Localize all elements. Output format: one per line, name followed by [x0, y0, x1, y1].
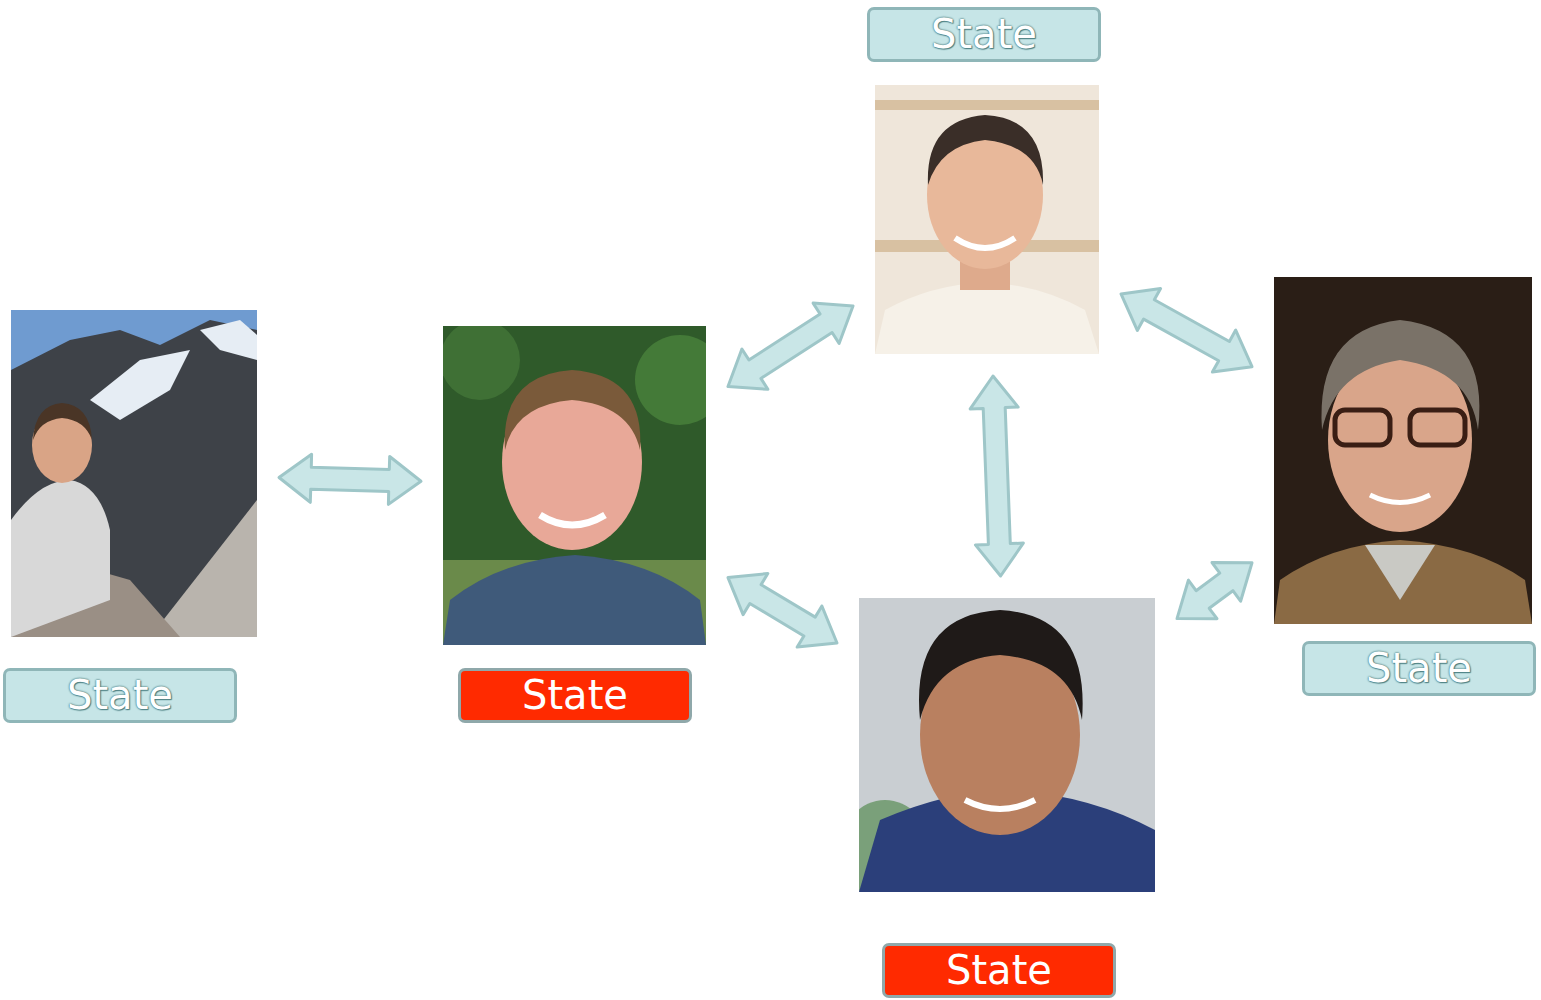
portrait-right — [1274, 277, 1532, 624]
double-arrow — [279, 454, 421, 504]
person-node: State — [1274, 277, 1532, 624]
person-node: State — [875, 85, 1099, 354]
state-badge: State — [458, 668, 692, 723]
person-node: State — [443, 326, 706, 645]
portrait-bottom — [859, 598, 1155, 892]
double-arrow — [728, 303, 853, 389]
portrait-left — [11, 310, 257, 637]
state-badge: State — [867, 7, 1101, 62]
person-node: State — [11, 310, 257, 637]
state-label: State — [67, 672, 173, 718]
portrait-top — [875, 85, 1099, 354]
double-arrow — [1177, 563, 1252, 619]
double-arrow — [728, 574, 837, 648]
state-label: State — [931, 11, 1037, 57]
person-node: State — [859, 598, 1155, 892]
double-arrow — [1121, 289, 1252, 373]
state-badge: State — [1302, 641, 1536, 696]
state-label: State — [1366, 645, 1472, 691]
state-label: State — [946, 947, 1052, 993]
state-badge: State — [3, 668, 237, 723]
state-label: State — [522, 672, 628, 718]
double-arrow — [970, 376, 1023, 576]
state-badge: State — [882, 943, 1116, 998]
portrait-middle — [443, 326, 706, 645]
